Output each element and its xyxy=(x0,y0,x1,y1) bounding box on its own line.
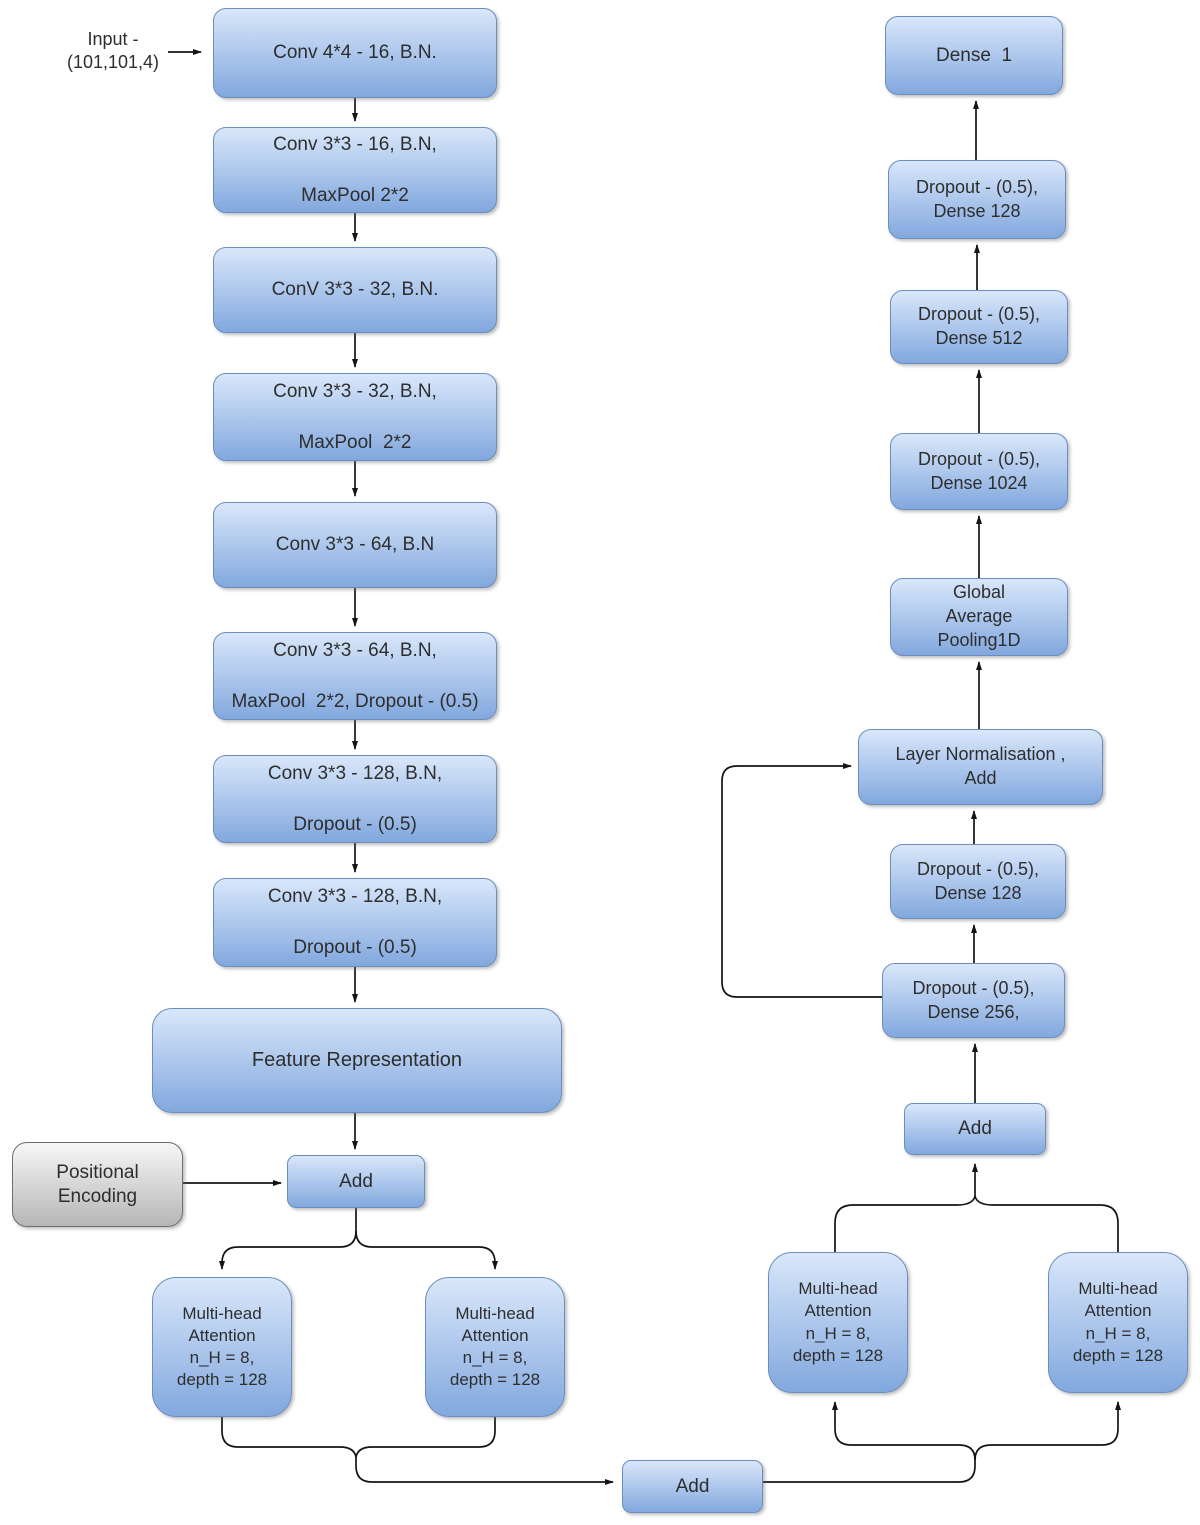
node-label: Dense 1024 xyxy=(930,472,1028,493)
node-label: Add xyxy=(339,1170,373,1192)
node-label: Positional xyxy=(56,1161,139,1183)
input-label-line: Input - xyxy=(87,29,139,49)
node-label: Multi-head xyxy=(1078,1279,1158,1299)
node-conv4: Conv 3*3 - 32, B.N, MaxPool 2*2 xyxy=(213,373,497,461)
node-label: n_H = 8, xyxy=(1085,1323,1151,1343)
node-label: n_H = 8, xyxy=(805,1323,871,1343)
node-label: Add xyxy=(958,1118,992,1140)
edge-merge-addbottom xyxy=(355,1455,614,1485)
node-label: Conv 3*3 - 32, B.N, xyxy=(273,380,437,402)
node-label: Attention xyxy=(1084,1301,1152,1321)
node-label: Dense 512 xyxy=(935,328,1023,348)
node-dense1024: Dropout - (0.5), Dense 1024 xyxy=(890,433,1068,510)
node-label: Global xyxy=(952,582,1006,603)
node-label: Conv 3*3 - 64, B.N xyxy=(275,534,435,556)
edge-add-split-left xyxy=(219,1230,357,1270)
node-global-average-pooling: Global Average Pooling1D xyxy=(890,578,1068,656)
node-label: Conv 4*4 - 16, B.N. xyxy=(273,42,437,64)
edge-skip-dense256-layernorm xyxy=(721,763,882,998)
node-label: Dense 256, xyxy=(927,1001,1020,1022)
node-layer-normalisation: Layer Normalisation , Add xyxy=(858,729,1103,805)
node-label: Dropout - (0.5), xyxy=(916,858,1040,879)
node-label: Attention xyxy=(804,1301,872,1321)
node-label: n_H = 8, xyxy=(462,1348,528,1367)
node-label: Multi-head xyxy=(182,1303,262,1323)
node-label: Encoding xyxy=(57,1185,138,1207)
node-label: Conv 3*3 - 16, B.N, xyxy=(273,133,437,155)
edge-mha-right1-merge xyxy=(834,1195,976,1252)
edge-split-mha-right2 xyxy=(974,1401,1121,1461)
input-label-line: (101,101,4) xyxy=(66,51,160,72)
edge-mha-left2-merge xyxy=(355,1417,496,1458)
node-label: depth = 128 xyxy=(792,1345,884,1365)
node-label: Attention xyxy=(461,1325,529,1345)
node-label: Layer Normalisation , xyxy=(895,744,1066,765)
node-mha-right-1: Multi-head Attention n_H = 8, depth = 12… xyxy=(768,1252,908,1393)
node-label: Dense 128 xyxy=(934,882,1022,903)
node-label: depth = 128 xyxy=(1072,1345,1164,1365)
node-label: Add xyxy=(675,1475,710,1497)
node-label: MaxPool 2*2, Dropout - (0.5) xyxy=(231,690,479,712)
node-label: Dense 128 xyxy=(933,200,1021,221)
node-label: Conv 3*3 - 128, B.N, xyxy=(267,762,443,784)
node-label: Multi-head xyxy=(455,1303,535,1323)
node-label: Attention xyxy=(188,1325,256,1345)
node-mha-left-2: Multi-head Attention n_H = 8, depth = 12… xyxy=(425,1277,565,1417)
node-label: Dense 1 xyxy=(935,44,1013,66)
input-label: Input - (101,101,4) xyxy=(58,28,168,73)
node-conv1: Conv 4*4 - 16, B.N. xyxy=(213,8,497,98)
node-feature-representation: Feature Representation xyxy=(152,1008,562,1113)
node-label: depth = 128 xyxy=(449,1370,541,1390)
node-conv3: ConV 3*3 - 32, B.N. xyxy=(213,247,497,333)
node-dense128-lower: Dropout - (0.5), Dense 128 xyxy=(890,844,1066,919)
node-label: ConV 3*3 - 32, B.N. xyxy=(271,279,439,301)
node-label: Dropout - (0.5), xyxy=(912,977,1035,998)
node-dense256: Dropout - (0.5), Dense 256, xyxy=(882,963,1065,1038)
node-conv2: Conv 3*3 - 16, B.N, MaxPool 2*2 xyxy=(213,127,497,213)
node-conv8: Conv 3*3 - 128, B.N, Dropout - (0.5) xyxy=(213,878,497,967)
node-label: Dropout - (0.5), xyxy=(917,448,1041,469)
node-label: Feature Representation xyxy=(251,1049,463,1071)
node-label: depth = 128 xyxy=(176,1370,268,1390)
node-conv7: Conv 3*3 - 128, B.N, Dropout - (0.5) xyxy=(213,755,497,843)
node-label: n_H = 8, xyxy=(189,1348,255,1367)
node-conv6: Conv 3*3 - 64, B.N, MaxPool 2*2, Dropout… xyxy=(213,632,497,720)
node-dense1: Dense 1 xyxy=(885,16,1063,95)
node-label: Conv 3*3 - 64, B.N, xyxy=(273,639,437,661)
edge-mha-right2-merge xyxy=(974,1195,1119,1252)
node-add-encoder: Add xyxy=(287,1155,425,1208)
node-label: Pooling1D xyxy=(937,629,1021,650)
node-dense512: Dropout - (0.5), Dense 512 xyxy=(890,290,1068,364)
node-label: MaxPool 2*2 xyxy=(301,184,409,206)
edge-add-split-right xyxy=(355,1230,498,1270)
node-add-attention: Add xyxy=(904,1103,1046,1155)
edge-mha-left1-merge xyxy=(221,1417,357,1458)
node-add-bottom: Add xyxy=(622,1460,763,1513)
node-label: Dropout - (0.5) xyxy=(293,813,417,835)
node-conv5: Conv 3*3 - 64, B.N xyxy=(213,502,497,588)
node-positional-encoding: Positional Encoding xyxy=(12,1142,183,1227)
edge-split-mha-right1 xyxy=(832,1401,976,1461)
node-label: Average xyxy=(945,606,1013,627)
node-label: Dropout - (0.5) xyxy=(293,937,417,958)
node-dense128-upper: Dropout - (0.5), Dense 128 xyxy=(888,160,1066,239)
node-label: Multi-head xyxy=(798,1279,878,1299)
node-label: MaxPool 2*2 xyxy=(298,431,412,453)
node-label: Dropout - (0.5), xyxy=(917,304,1041,325)
node-mha-right-2: Multi-head Attention n_H = 8, depth = 12… xyxy=(1048,1252,1188,1393)
node-label: Add xyxy=(964,768,997,788)
edge-addbottom-out xyxy=(763,1459,976,1483)
node-mha-left-1: Multi-head Attention n_H = 8, depth = 12… xyxy=(152,1277,292,1417)
node-label: Dropout - (0.5), xyxy=(915,176,1039,197)
node-label: Conv 3*3 - 128, B.N, xyxy=(267,886,443,908)
